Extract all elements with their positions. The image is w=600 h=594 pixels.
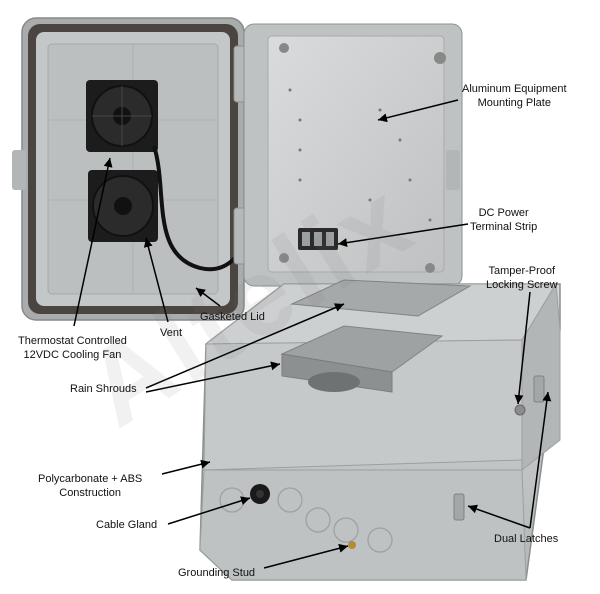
enclosure-base-back <box>243 23 463 287</box>
label-aluminum-plate: Aluminum Equipment Mounting Plate <box>462 83 567 109</box>
cable-gland <box>250 484 270 504</box>
mounting-plate <box>267 35 445 273</box>
enclosure-lid <box>12 17 291 321</box>
label-dc-power: DC Power Terminal Strip <box>470 207 538 233</box>
label-vent: Vent <box>160 327 183 339</box>
vent <box>88 170 158 242</box>
label-tamper-proof: Tamper-Proof Locking Screw <box>486 265 558 291</box>
label-cable-gland: Cable Gland <box>96 519 158 531</box>
cooling-fan <box>86 80 158 152</box>
label-gasketed-lid: Gasketed Lid <box>200 311 265 323</box>
label-thermostat-fan: Thermostat Controlled 12VDC Cooling Fan <box>18 335 127 361</box>
label-dual-latches: Dual Latches <box>494 533 559 545</box>
label-polycarbonate: Polycarbonate + ABS Construction <box>38 473 143 499</box>
label-grounding-stud: Grounding Stud <box>178 567 256 579</box>
terminal-strip <box>298 228 338 250</box>
label-rain-shrouds: Rain Shrouds <box>70 383 137 395</box>
latches <box>453 375 545 521</box>
locking-screw <box>514 404 526 416</box>
callout-arrows <box>73 99 552 569</box>
grounding-stud <box>348 541 356 549</box>
